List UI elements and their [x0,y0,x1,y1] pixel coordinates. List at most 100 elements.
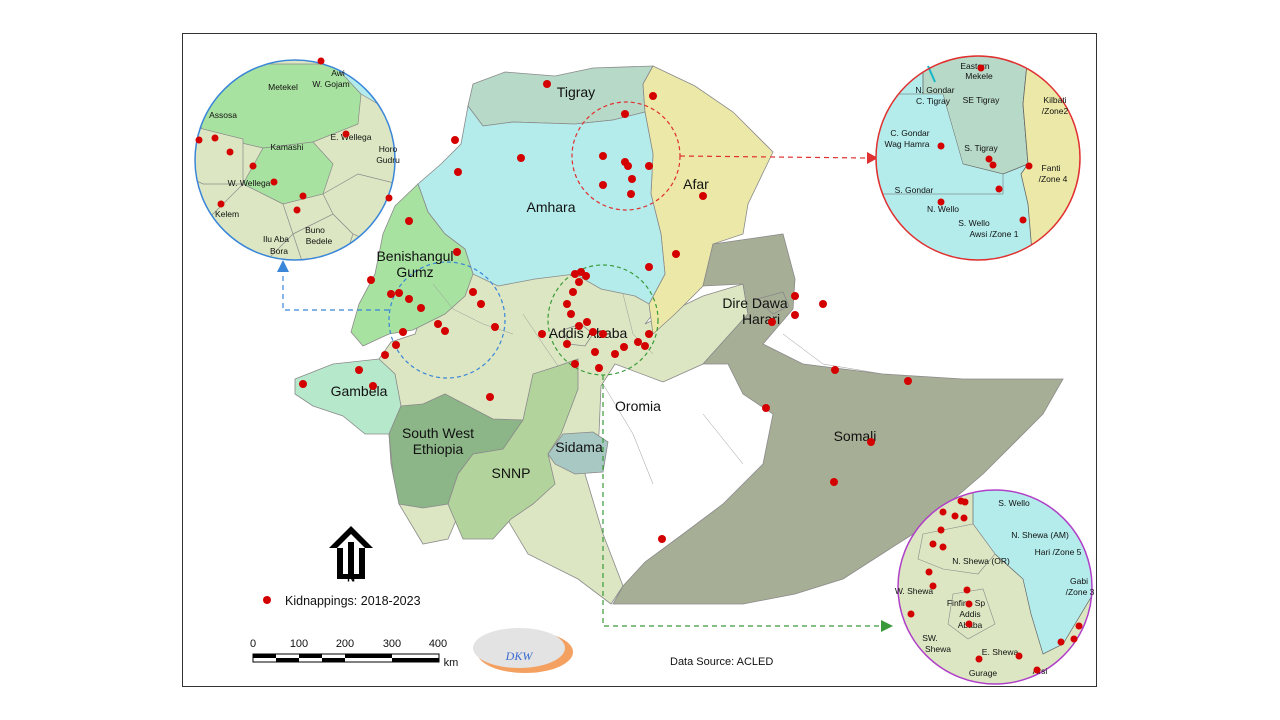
incident-dot [434,320,442,328]
inset-center-label: SW. [922,633,938,643]
incident-dot [791,311,799,319]
incident-dot [417,304,425,312]
inset-north-label: Fanti [1042,163,1061,173]
inset-west: Awi W. Gojam Metekel Assosa Kamashi E. W… [194,57,400,261]
logo-text: DKW [505,649,534,663]
incident-dot [658,535,666,543]
legend-marker [263,596,271,604]
incident-dot [299,380,307,388]
label-amhara: Amhara [526,199,575,215]
region-labels: Tigray Afar Amhara Benishangul Gumz Dire… [331,84,877,481]
incident-dot [672,250,680,258]
incident-dot [543,80,551,88]
incident-dot [985,155,993,163]
incident-dot [477,300,485,308]
inset-west-label: Ilu Aba [263,234,289,244]
inset-north-label: N. Wello [927,204,959,214]
incident-dot [1019,216,1027,224]
incident-dot [249,162,257,170]
incident-dot [645,330,653,338]
incident-dot [624,162,632,170]
inset-north-label: Awsi /Zone 1 [970,229,1019,239]
incident-dot [575,322,583,330]
arrowhead-north [867,152,878,164]
incident-dot [645,263,653,271]
incident-dot [1033,666,1041,674]
inset-west-label: Awi [331,68,345,78]
inset-north-label: /Zone 4 [1039,174,1068,184]
scale-tick: 100 [290,638,308,650]
label-oromia: Oromia [615,398,661,414]
label-somali: Somali [834,428,877,444]
inset-center-label: N. Shewa (AM) [1011,530,1069,540]
scale-bar: 0 100 200 300 400 km [250,638,458,669]
incident-dot [453,248,461,256]
incident-dot [620,343,628,351]
incident-dot [937,198,945,206]
leader-arrow-west [282,266,389,311]
incident-dot [965,600,973,608]
incident-dot [395,289,403,297]
incident-dot [961,498,969,506]
inset-center: S. Wello N. Shewa (AM) Hari /Zone 5 N. S… [895,489,1095,685]
inset-west-label: W. Wellega [228,178,271,188]
incident-dot [628,175,636,183]
inset-north-label: Kilbati [1043,95,1066,105]
inset-center-label: Gurage [969,668,998,678]
map-canvas: Tigray Afar Amhara Benishangul Gumz Dire… [194,55,1095,685]
inset-center-label: /Zone 3 [1066,587,1095,597]
inset-north-label: Mekele [965,71,993,81]
scale-unit: km [444,657,459,669]
inset-west-label: Gudru [376,155,400,165]
incident-dot [355,366,363,374]
incident-dot [517,154,525,162]
incident-dot [649,92,657,100]
incident-dot [217,200,225,208]
incident-dot [538,330,546,338]
inset-north-label: N. Gondar [915,85,954,95]
inset-west-label: Bora [270,246,288,256]
incident-dot [925,568,933,576]
inset-center-label: E. Shewa [982,647,1019,657]
incident-dot [627,190,635,198]
inset-west-label: Kelem [215,209,239,219]
incident-dot [293,206,301,214]
label-southwest-1: South West [402,425,474,441]
inset-west-label: Horo [379,144,398,154]
incident-dot [317,57,325,65]
legend-label: Kidnappings: 2018-2023 [285,594,421,608]
inset-west-label: Metekel [268,82,298,92]
label-addis-ababa: Addis Ababa [549,325,628,341]
incident-dot [491,323,499,331]
region-sidama [547,431,609,475]
arrowhead-center [881,620,893,632]
incident-dot [392,341,400,349]
inset-center-label: W. Shewa [895,586,934,596]
incident-dot [381,351,389,359]
incident-dot [342,130,350,138]
incident-dot [951,512,959,520]
incident-dot [1025,162,1033,170]
incident-dot [563,300,571,308]
incident-dot [929,582,937,590]
incident-dot [867,438,875,446]
incident-dot [621,110,629,118]
label-dire-dawa: Dire Dawa [722,295,788,311]
inset-west-label: Kamashi [270,142,303,152]
incident-dot [591,348,599,356]
inset-center-label: Hari /Zone 5 [1035,547,1082,557]
label-snnp: SNNP [492,465,531,481]
arrowhead-west [277,260,289,272]
incident-dot [405,217,413,225]
incident-dot [791,292,799,300]
region-dire-dawa [756,291,790,315]
incident-dot [989,161,997,169]
incident-dot [641,342,649,350]
incident-dot [634,338,642,346]
main-dots [299,80,912,543]
incident-dot [699,192,707,200]
label-southwest-2: Ethiopia [413,441,464,457]
legend: Kidnappings: 2018-2023 [263,594,421,608]
inset-west-label: E. Wellega [331,132,372,142]
incident-dot [831,366,839,374]
